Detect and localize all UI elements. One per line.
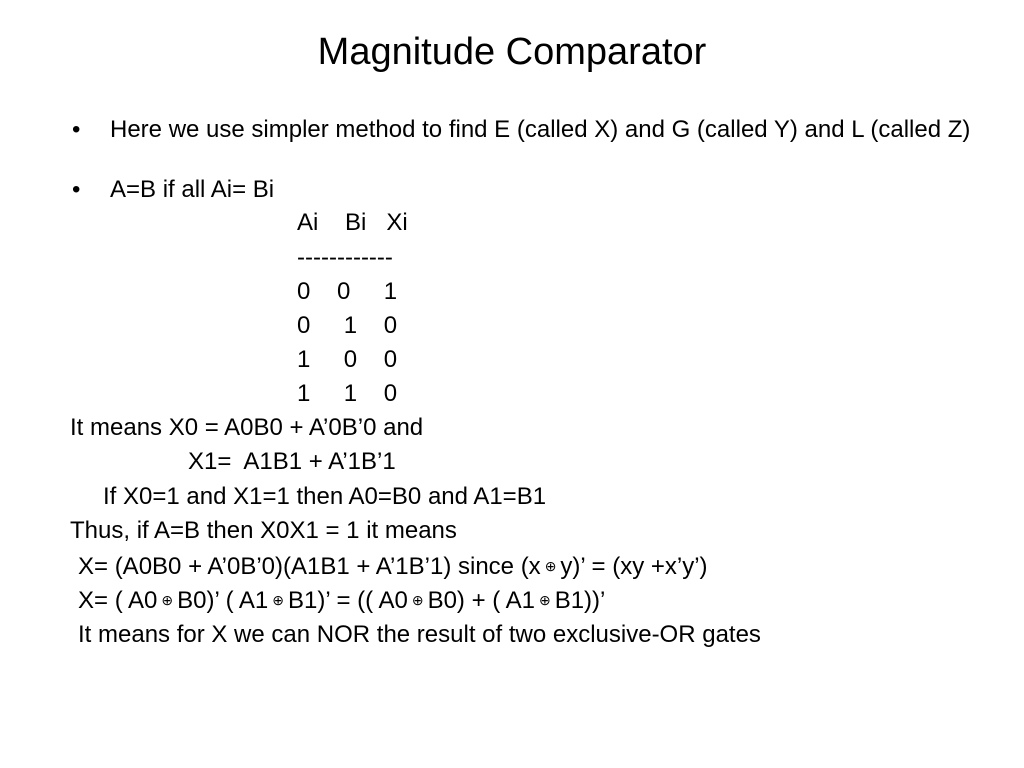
xor-icon: ⊕ (544, 558, 557, 574)
bullet-text-equality: A=B if all Ai= Bi (110, 176, 275, 203)
x-xnor-expression: X= ( A0⊕B0)’ ( A1⊕B1)’ = (( A0⊕B0) + ( A… (78, 585, 605, 616)
expression-text: X= (A0B0 + A’0B’0)(A1B1 + A’1B’1) since … (78, 553, 541, 580)
truth-table-row: 1 1 0 (297, 380, 398, 407)
thus-line: Thus, if A=B then X0X1 = 1 it means (70, 517, 457, 544)
x0-expression: It means X0 = A0B0 + A’0B’0 and (70, 414, 424, 441)
bullet-marker: • (72, 116, 81, 143)
xor-icon: ⊕ (411, 592, 424, 608)
bullet-marker: • (72, 176, 81, 203)
bullet-text-method: Here we use simpler method to find E (ca… (110, 116, 971, 143)
expression-text: B1)’ = (( A0 (288, 587, 408, 614)
expression-text: X= ( A0 (78, 587, 158, 614)
truth-table-row: 0 1 0 (297, 312, 398, 339)
nor-conclusion: It means for X we can NOR the result of … (78, 621, 761, 648)
x-product-expression: X= (A0B0 + A’0B’0)(A1B1 + A’1B’1) since … (78, 551, 708, 582)
truth-table-separator: ------------ (297, 244, 393, 271)
xor-icon: ⊕ (161, 592, 174, 608)
truth-table-row: 1 0 0 (297, 346, 398, 373)
slide-title: Magnitude Comparator (317, 31, 707, 73)
x1-expression: X1= A1B1 + A’1B’1 (188, 448, 396, 475)
expression-text: B0) + ( A1 (427, 587, 535, 614)
xor-icon: ⊕ (272, 592, 285, 608)
expression-text: y)’ = (xy +x’y’) (560, 553, 708, 580)
truth-table-header: Ai Bi Xi (297, 209, 408, 236)
expression-text: B1))’ (554, 587, 606, 614)
truth-table-row: 0 0 1 (297, 278, 398, 305)
condition-line: If X0=1 and X1=1 then A0=B0 and A1=B1 (103, 483, 547, 510)
expression-text: B0)’ ( A1 (177, 587, 269, 614)
xor-icon: ⊕ (538, 592, 551, 608)
